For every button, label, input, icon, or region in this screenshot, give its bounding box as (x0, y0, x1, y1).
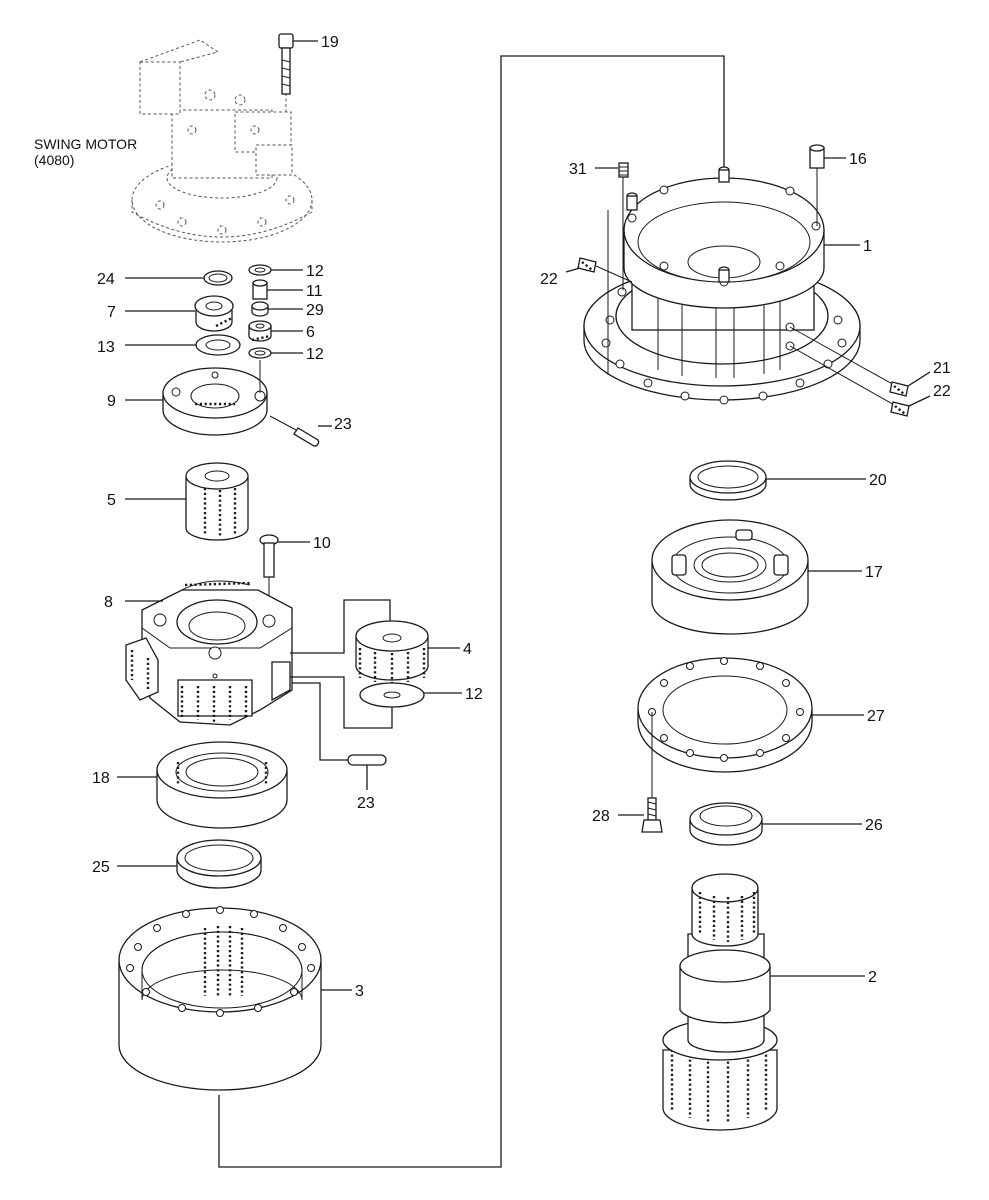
swing-motor-code: (4080) (34, 152, 74, 168)
label-13: 13 (97, 339, 115, 356)
part-3-ring-gear (118, 906, 322, 1091)
label-16: 16 (849, 151, 867, 168)
label-17: 17 (865, 564, 883, 581)
label-22-left: 22 (540, 271, 558, 288)
swing-motor-drawing (131, 39, 313, 243)
part-27-plate (637, 657, 813, 773)
label-9: 9 (107, 393, 116, 410)
part-22-plug-left (577, 257, 597, 273)
label-23-lower: 23 (357, 795, 375, 812)
label-26: 26 (865, 817, 883, 834)
label-6: 6 (306, 324, 315, 341)
part-16-pin (809, 144, 825, 169)
label-12-top: 12 (306, 263, 324, 280)
swing-motor-title: SWING MOTOR (34, 136, 137, 152)
part-31-plug (618, 162, 629, 178)
label-28: 28 (592, 808, 610, 825)
part-11-pin (252, 279, 268, 300)
label-11: 11 (306, 283, 323, 300)
label-4: 4 (463, 641, 472, 658)
label-8: 8 (104, 594, 113, 611)
label-2: 2 (868, 969, 877, 986)
label-7: 7 (107, 304, 116, 321)
part-19-bolt (278, 33, 294, 95)
label-31: 31 (569, 161, 587, 178)
label-3: 3 (355, 983, 364, 1000)
label-12-middle: 12 (306, 346, 324, 363)
assembly-connector-line (218, 55, 725, 1168)
part-8-planet-carrier (125, 580, 293, 726)
part-22-plug-right (890, 401, 910, 417)
label-29: 29 (306, 302, 324, 319)
part-23-pin-upper (269, 415, 320, 447)
label-12-right: 12 (465, 686, 483, 703)
label-25: 25 (92, 859, 110, 876)
label-24: 24 (97, 271, 115, 288)
label-21: 21 (933, 360, 951, 377)
part-18-bearing (156, 741, 288, 829)
part-20-ring (689, 460, 767, 501)
part-1-housing (583, 166, 861, 405)
part-6-planet-gear (248, 320, 272, 342)
label-22-right: 22 (933, 383, 951, 400)
part-17-bearing (651, 519, 809, 635)
part-29-bushing (251, 301, 269, 317)
part-25-ring (176, 839, 262, 889)
label-23-upper: 23 (334, 416, 352, 433)
label-18: 18 (92, 770, 110, 787)
label-27: 27 (867, 708, 885, 725)
part-4-planet-gear (355, 620, 429, 684)
label-10: 10 (313, 535, 331, 552)
label-1: 1 (863, 238, 872, 255)
part-28-bolt (641, 797, 663, 833)
part-21-plug (889, 381, 909, 397)
label-19: 19 (321, 34, 339, 51)
part-26-seal (689, 802, 763, 846)
part-23-pin-lower (347, 754, 387, 766)
part-2-pinion-shaft (662, 873, 778, 1131)
label-5: 5 (107, 492, 116, 509)
part-5-sun-gear (185, 462, 249, 541)
part-9-carrier (162, 360, 268, 436)
part-10-plug (259, 534, 279, 578)
part-7-sun-gear (194, 295, 234, 332)
label-20: 20 (869, 472, 887, 489)
